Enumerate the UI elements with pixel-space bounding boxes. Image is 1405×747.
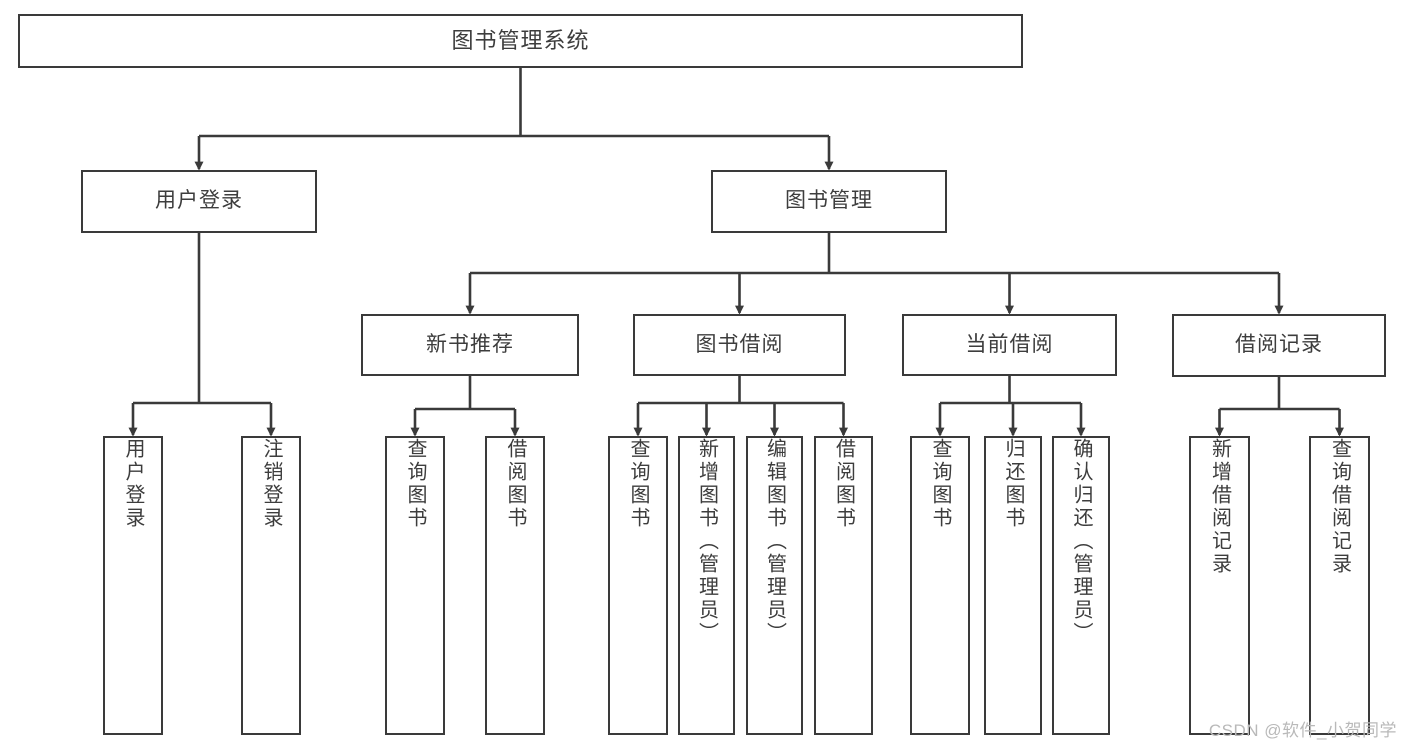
node-label: 图书借阅	[695, 332, 784, 356]
node-label: 注销登录	[260, 438, 282, 530]
node-label: 查询图书	[404, 438, 426, 530]
node-label: 图书管理	[785, 189, 873, 213]
node-label: 新增图书（管理员）	[695, 438, 718, 645]
node-label: 新增借阅记录	[1208, 438, 1231, 576]
node-label: 当前借阅	[965, 332, 1054, 356]
node-bookmgr[interactable]: 图书管理	[711, 170, 947, 233]
node-borrow[interactable]: 图书借阅	[633, 314, 846, 376]
node-label: 图书管理系统	[451, 28, 590, 54]
node-l-bw-edit[interactable]: 编辑图书（管理员）	[746, 436, 803, 735]
node-label: 查询图书	[627, 438, 649, 530]
node-label: 用户登录	[155, 189, 243, 213]
node-l-bw-add[interactable]: 新增图书（管理员）	[678, 436, 735, 735]
node-label: 用户登录	[122, 438, 144, 530]
node-records[interactable]: 借阅记录	[1172, 314, 1386, 377]
node-l-cu-conf[interactable]: 确认归还（管理员）	[1052, 436, 1110, 735]
node-l-nb-query[interactable]: 查询图书	[385, 436, 445, 735]
node-l-cu-query[interactable]: 查询图书	[910, 436, 970, 735]
node-label: 确认归还（管理员）	[1070, 438, 1092, 645]
node-label: 查询借阅记录	[1328, 438, 1351, 576]
watermark: CSDN @软件_小贺同学	[1208, 721, 1397, 740]
node-l-nb-borrow[interactable]: 借阅图书	[485, 436, 545, 735]
node-l-rc-query[interactable]: 查询借阅记录	[1309, 436, 1370, 735]
node-login[interactable]: 用户登录	[81, 170, 317, 233]
node-l-rc-add[interactable]: 新增借阅记录	[1189, 436, 1250, 735]
node-label: 归还图书	[1002, 438, 1024, 530]
node-l-login[interactable]: 用户登录	[103, 436, 163, 735]
node-newbook[interactable]: 新书推荐	[361, 314, 579, 376]
node-root[interactable]: 图书管理系统	[18, 14, 1023, 68]
node-l-bw-lend[interactable]: 借阅图书	[814, 436, 873, 735]
node-label: 新书推荐	[426, 332, 514, 356]
node-l-logout[interactable]: 注销登录	[241, 436, 301, 735]
node-current[interactable]: 当前借阅	[902, 314, 1117, 376]
node-l-cu-ret[interactable]: 归还图书	[984, 436, 1042, 735]
node-label: 借阅图书	[504, 438, 526, 530]
node-label: 查询图书	[929, 438, 951, 530]
node-label: 借阅图书	[832, 438, 855, 530]
node-label: 借阅记录	[1235, 333, 1323, 357]
node-label: 编辑图书（管理员）	[763, 438, 786, 645]
node-l-bw-query[interactable]: 查询图书	[608, 436, 668, 735]
